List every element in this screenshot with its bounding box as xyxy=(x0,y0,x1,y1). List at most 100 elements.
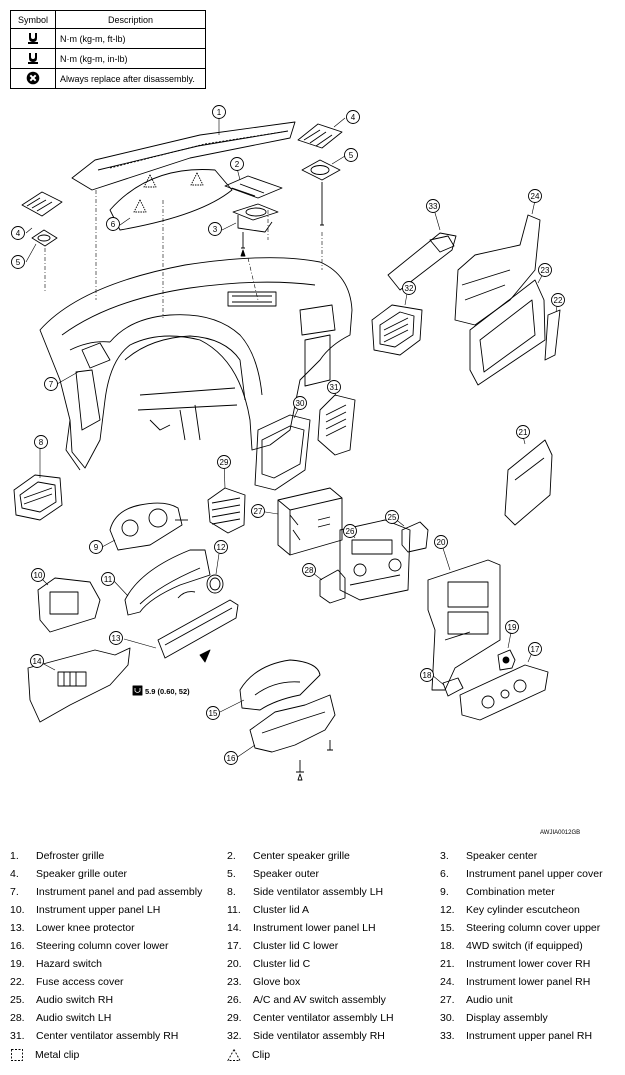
callout-circle xyxy=(516,425,530,439)
callout-number: 18 xyxy=(423,671,432,680)
callout-number: 28 xyxy=(305,566,314,575)
part-name: Center ventilator assembly LH xyxy=(253,1012,394,1024)
legend-row: N·m (kg-m, ft-lb) xyxy=(10,28,206,49)
part-number: 11. xyxy=(227,904,241,916)
parts-list-item: 11.Cluster lid A xyxy=(227,904,309,916)
part-name: Instrument lower cover RH xyxy=(466,958,591,970)
callout-number: 19 xyxy=(508,623,517,632)
callout-number: 20 xyxy=(437,538,446,547)
part-number: 23. xyxy=(227,976,242,988)
callout-circle xyxy=(385,510,399,524)
part-number: 29. xyxy=(227,1012,242,1024)
part-number: 17. xyxy=(227,940,242,952)
part-name: 4WD switch (if equipped) xyxy=(466,940,583,952)
callout-number: 24 xyxy=(531,192,540,201)
parts-list-item: 32.Side ventilator assembly RH xyxy=(227,1030,385,1042)
part-name: Instrument lower panel RH xyxy=(466,976,591,988)
legend-row: Always replace after disassembly. xyxy=(10,68,206,89)
part-name: Side ventilator assembly LH xyxy=(253,886,384,898)
callout-number: 5 xyxy=(349,151,354,160)
callout-circle xyxy=(402,281,416,295)
parts-list-item: 23. Glove box xyxy=(227,976,300,988)
callout-circle xyxy=(344,148,358,162)
parts-list-item: 29. Center ventilator assembly LH xyxy=(227,1012,394,1024)
callout-circle xyxy=(106,217,120,231)
part-name: Cluster lid C xyxy=(253,958,311,970)
part-name: Instrument upper panel RH xyxy=(466,1030,593,1042)
part-number: 1. xyxy=(10,850,19,862)
callout-circle xyxy=(251,504,265,518)
torque-spec-icon xyxy=(132,685,143,696)
callout-number: 1 xyxy=(217,108,222,117)
parts-list-item: 28.Audio switch LH xyxy=(10,1012,111,1024)
side-ventilator-rh-part xyxy=(371,304,423,356)
instrument-upper-panel-rh-part xyxy=(387,232,457,291)
callout-number: 31 xyxy=(330,383,339,392)
callout-circle xyxy=(343,524,357,538)
part-number: 6. xyxy=(440,868,449,880)
callout-circle xyxy=(34,435,48,449)
speaker-center-part xyxy=(232,203,279,257)
callout-circle xyxy=(230,157,244,171)
callout-circle xyxy=(44,377,58,391)
parts-list-item: 22.Fuse access cover xyxy=(10,976,124,988)
part-number: 32. xyxy=(227,1030,242,1042)
legend-header-row: Symbol Description xyxy=(10,10,206,29)
instrument-upper-panel-lh-part xyxy=(37,577,101,633)
callout-number: 5 xyxy=(16,258,21,267)
callout-number: 4 xyxy=(351,113,356,122)
part-name: Combination meter xyxy=(466,886,555,898)
part-name: Audio unit xyxy=(466,994,513,1006)
glove-box-part xyxy=(469,279,546,386)
replace-icon xyxy=(26,71,40,84)
parts-list-item: 24.Instrument lower panel RH xyxy=(440,976,590,988)
callout-circle xyxy=(505,620,519,634)
callout-circle xyxy=(426,199,440,213)
metal-clip-legend: Metal clip xyxy=(10,1048,79,1062)
callout-number: 22 xyxy=(554,296,563,305)
callout-circle xyxy=(528,189,542,203)
speaker-grille-outer-right-part xyxy=(297,123,343,149)
legend-description: N·m (kg-m, ft-lb) xyxy=(55,28,206,49)
instrument-lower-panel-lh-part xyxy=(27,647,131,723)
callout-circle xyxy=(217,455,231,469)
parts-list-item: 21.Instrument lower cover RH xyxy=(440,958,590,970)
hazard-switch-part xyxy=(497,649,516,671)
ac-av-switch-assembly-part xyxy=(339,519,411,601)
callout-number: 12 xyxy=(217,543,226,552)
part-number: 22. xyxy=(10,976,25,988)
part-number: 28. xyxy=(10,1012,25,1024)
part-name: Hazard switch xyxy=(36,958,102,970)
parts-list-item: 1.Defroster grille xyxy=(10,850,104,862)
exploded-diagram: 1234545678910111213141516171819202122232… xyxy=(11,105,565,781)
parts-list-item: 5.Speaker outer xyxy=(227,868,319,880)
part-name: Cluster lid C lower xyxy=(253,940,339,952)
speaker-outer-left-part xyxy=(31,229,58,247)
parts-list-item: 25. Audio switch RH xyxy=(10,994,113,1006)
4wd-switch-part xyxy=(442,677,464,697)
callout-circle xyxy=(538,263,552,277)
torque-spec-label: 5.9 (0.60, 52) xyxy=(145,687,190,696)
parts-list-item: 15.Steering column cover upper xyxy=(440,922,600,934)
cluster-lid-c-lower-part xyxy=(459,664,549,721)
callout-circle xyxy=(434,535,448,549)
part-name: Glove box xyxy=(253,976,301,988)
speaker-grille-outer-left-part xyxy=(21,191,63,217)
part-number: 13. xyxy=(10,922,25,934)
callout-circle xyxy=(420,668,434,682)
leader-lines xyxy=(25,117,559,759)
parts-list-item: 10.Instrument upper panel LH xyxy=(10,904,160,916)
callout-number: 29 xyxy=(220,458,229,467)
parts-list-item: 12.Key cylinder escutcheon xyxy=(440,904,580,916)
callout-number: 26 xyxy=(346,527,355,536)
part-number: 15. xyxy=(440,922,455,934)
symbol-header: Symbol xyxy=(10,10,56,29)
instrument-panel-assembly-part xyxy=(39,257,353,471)
callout-circle xyxy=(214,540,228,554)
part-name: Audio switch RH xyxy=(36,994,114,1006)
torque-inlb-icon xyxy=(28,52,38,64)
part-number: 25. xyxy=(10,994,25,1006)
center-ventilator-rh-part xyxy=(317,394,356,456)
callout-circle xyxy=(346,110,360,124)
